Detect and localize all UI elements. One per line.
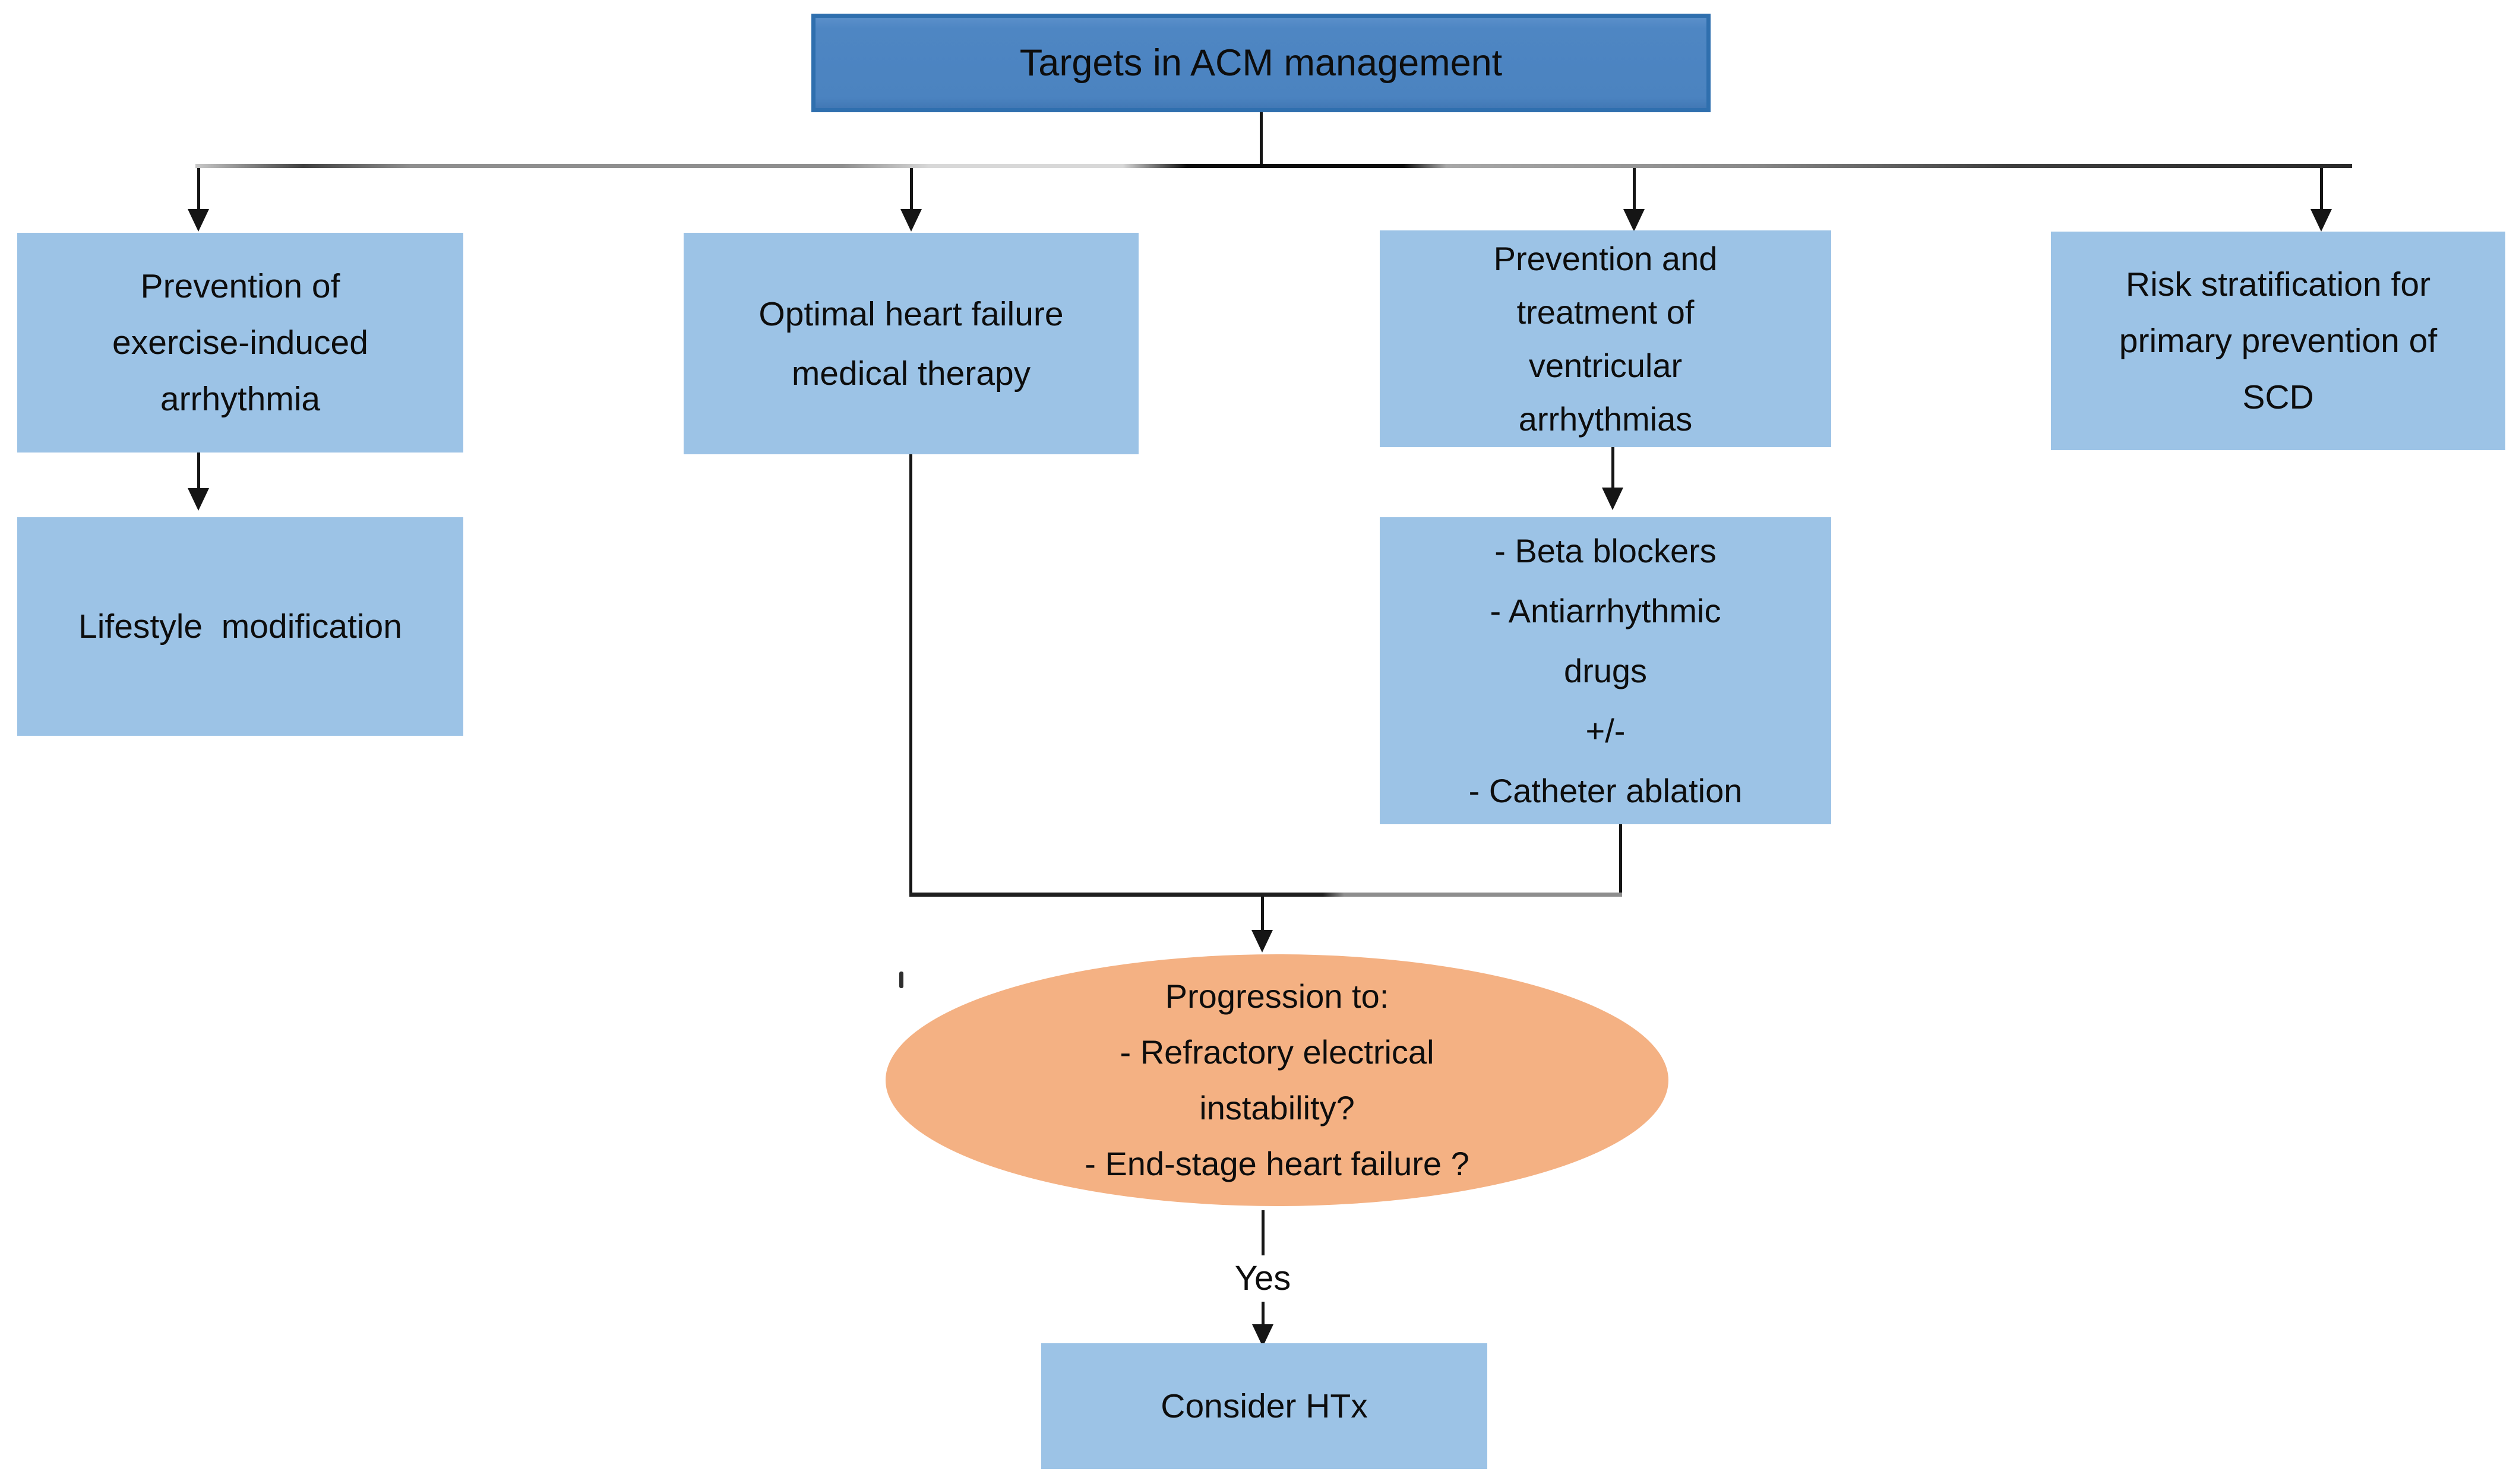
arrow-therapy-options-stem — [1611, 447, 1614, 489]
node-lifestyle-modification: Lifestyle modification — [17, 517, 463, 736]
node-progression-line3: instability? — [1199, 1089, 1355, 1127]
node-therapy-options: - Beta blockers - Antiarrhythmic drugs +… — [1380, 517, 1831, 824]
connector-top-bar — [195, 164, 2352, 168]
arrow-htx-head — [1252, 1324, 1273, 1347]
node-consider-htx-label: Consider HTx — [1161, 1387, 1368, 1425]
node-prevention-treatment-va-line3: ventricular — [1528, 346, 1683, 384]
arrow-branch-4-head — [2310, 209, 2332, 232]
arrow-branch-3-head — [1623, 209, 1645, 232]
yes-label: Yes — [1203, 1258, 1322, 1299]
arrow-lifestyle-stem — [197, 453, 200, 489]
node-prevention-treatment-va-line1: Prevention and — [1493, 239, 1718, 277]
connector-merge-right — [1619, 824, 1622, 897]
arrow-lifestyle-head — [188, 488, 209, 511]
node-targets-root: Targets in ACM management — [811, 14, 1711, 112]
node-lifestyle-modification-label: Lifestyle modification — [78, 607, 402, 646]
node-consider-htx: Consider HTx — [1041, 1343, 1487, 1469]
stray-mark — [899, 972, 903, 988]
node-prevention-treatment-va-line4: arrhythmias — [1518, 400, 1693, 438]
arrow-branch-1-head — [188, 209, 209, 232]
node-therapy-options-line3: drugs — [1563, 652, 1648, 689]
arrow-progression-head — [1251, 930, 1273, 953]
node-prevention-exercise-line1: Prevention of — [140, 267, 340, 305]
connector-merge-left — [909, 454, 912, 897]
arrow-branch-2-stem — [910, 168, 913, 210]
connector-merge-bar — [909, 893, 1622, 897]
node-prevention-treatment-va: Prevention and treatment of ventricular … — [1380, 230, 1831, 447]
arrow-branch-3-stem — [1633, 168, 1636, 210]
node-therapy-options-line5: - Catheter ablation — [1468, 772, 1743, 809]
arrow-branch-2-head — [900, 209, 922, 232]
node-prevention-exercise: Prevention of exercise-induced arrhythmi… — [17, 233, 463, 453]
arrow-branch-1-stem — [197, 168, 200, 210]
node-risk-stratification-line1: Risk stratification for — [2125, 265, 2431, 303]
yes-label-text: Yes — [1234, 1259, 1291, 1298]
node-progression-line2: - Refractory electrical — [1120, 1033, 1434, 1071]
node-optimal-hf-therapy-line1: Optimal heart failure — [758, 295, 1064, 333]
node-targets-root-label: Targets in ACM management — [1019, 42, 1503, 84]
node-risk-stratification: Risk stratification for primary preventi… — [2051, 232, 2505, 450]
node-risk-stratification-line3: SCD — [2242, 378, 2314, 416]
node-prevention-exercise-line3: arrhythmia — [160, 379, 321, 418]
node-therapy-options-line1: - Beta blockers — [1494, 532, 1717, 569]
node-progression-line4: - End-stage heart failure ? — [1085, 1145, 1469, 1182]
node-optimal-hf-therapy: Optimal heart failure medical therapy — [684, 233, 1139, 454]
node-progression-line1: Progression to: — [1165, 977, 1389, 1015]
node-progression-decision: Progression to: - Refractory electrical … — [886, 954, 1668, 1206]
node-therapy-options-line2: - Antiarrhythmic — [1490, 592, 1721, 629]
node-prevention-treatment-va-line2: treatment of — [1516, 293, 1695, 331]
arrow-htx-stem — [1262, 1302, 1265, 1325]
node-prevention-exercise-line2: exercise-induced — [112, 323, 368, 362]
node-risk-stratification-line2: primary prevention of — [2119, 321, 2438, 360]
arrow-progression-stem — [1261, 897, 1264, 931]
node-therapy-options-line4: +/- — [1585, 712, 1626, 749]
arrow-therapy-options-head — [1602, 488, 1623, 510]
arrow-branch-4-stem — [2320, 168, 2323, 210]
connector-yes-upper — [1262, 1210, 1265, 1255]
connector-root-stem — [1260, 112, 1263, 166]
node-optimal-hf-therapy-line2: medical therapy — [791, 354, 1031, 393]
